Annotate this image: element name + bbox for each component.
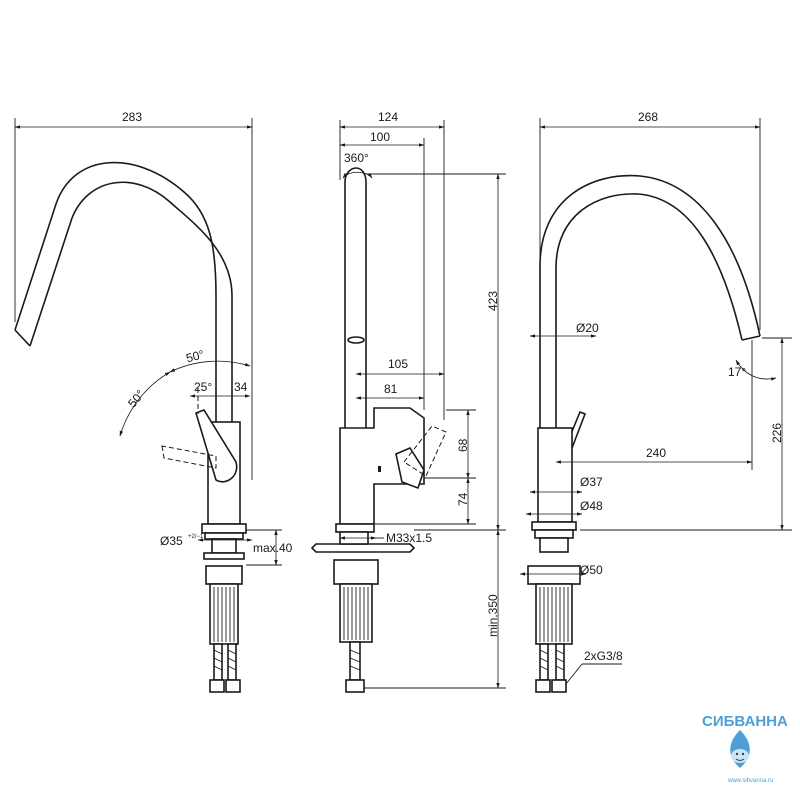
front-width-label: 283 <box>122 110 142 124</box>
dim-25-label: 25° <box>194 380 212 394</box>
watermark-logo: СИБВАННА www.sibvanna.ru <box>702 713 788 784</box>
side-width-124-label: 124 <box>378 110 398 124</box>
spout-angle-label: 17° <box>728 365 746 379</box>
back-width-label: 268 <box>638 110 658 124</box>
reach-label: 240 <box>646 446 666 460</box>
side-width-100-label: 100 <box>370 130 390 144</box>
washer-diameter-label: Ø50 <box>580 563 603 577</box>
front-view: 283 50° 50° 25° 34 Ø35 +2/−1 max.40 <box>14 110 293 693</box>
lever-angle-side-label: 50° <box>125 387 148 410</box>
base-diameter-label: Ø48 <box>580 499 603 513</box>
connections-label: 2xG3/8 <box>584 649 623 663</box>
height-423-label: 423 <box>486 291 500 311</box>
max-thickness-label: max.40 <box>253 541 293 555</box>
hole-diameter-label: Ø35 <box>160 534 183 548</box>
rotation-label: 360° <box>344 151 369 165</box>
height-68-label: 68 <box>456 438 470 452</box>
body-diameter-label: Ø37 <box>580 475 603 489</box>
height-226-label: 226 <box>770 423 784 443</box>
watermark-url: www.sibvanna.ru <box>727 778 773 784</box>
height-74-label: 74 <box>456 492 470 506</box>
watermark-brand: СИБВАННА <box>702 713 788 730</box>
back-view: 268 Ø20 17° 240 226 Ø37 Ø48 Ø50 2xG3/8 m… <box>486 110 792 693</box>
lever-angle-top-label: 50° <box>185 347 206 365</box>
dim-34-label: 34 <box>234 380 248 394</box>
side-view: 124 100 360° 105 81 68 74 M33x1.5 423 <box>310 110 506 693</box>
hose-length-label: min.350 <box>486 594 500 637</box>
hole-tolerance-label: +2/−1 <box>188 534 204 540</box>
thread-label: M33x1.5 <box>386 531 432 545</box>
spout-diameter-label: Ø20 <box>576 321 599 335</box>
dim-105-label: 105 <box>388 357 408 371</box>
dim-81-label: 81 <box>384 382 398 396</box>
